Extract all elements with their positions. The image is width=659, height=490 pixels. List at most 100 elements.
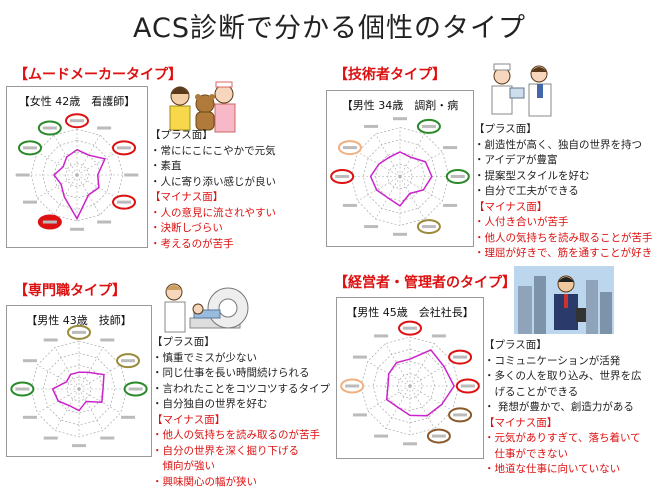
minus-item: ・人付き合いが苦手 bbox=[474, 215, 653, 231]
type-title-specialist: 【専門職タイプ】 bbox=[14, 280, 126, 300]
axis-label-placeholder bbox=[403, 442, 417, 445]
plus-item: ・ 発想が豊かで、創造力がある bbox=[484, 400, 642, 416]
plus-item: ・提案型スタイルを好む bbox=[474, 169, 653, 185]
radar-axis bbox=[410, 386, 435, 428]
axis-label-placeholder bbox=[44, 437, 58, 440]
axis-label-placeholder bbox=[393, 117, 407, 120]
minus-item: 傾向が強い bbox=[152, 459, 330, 475]
notes-panel-2: 【プラス面】 ・創造性が高く、独自の世界を持つ ・アイデアが豊富 ・提案型スタイ… bbox=[474, 122, 653, 262]
axis-label-placeholder bbox=[453, 413, 467, 416]
axis-label-placeholder bbox=[97, 221, 111, 224]
axis-label-placeholder bbox=[44, 338, 58, 341]
axis-label-placeholder bbox=[97, 126, 111, 129]
radar-chart-3: 【男性 43歳 技師】 bbox=[6, 305, 152, 457]
radar-axis bbox=[79, 389, 121, 413]
type-title-manager: 【経営者・管理者のタイプ】 bbox=[334, 272, 516, 292]
axis-label-placeholder bbox=[43, 221, 57, 224]
notes-panel-4: 【プラス面】 ・コミュニケーションが活発 ・多くの人を取り込み、世界を広 げるこ… bbox=[484, 338, 642, 478]
axis-label-placeholder bbox=[364, 125, 378, 128]
axis-label-placeholder bbox=[443, 146, 457, 149]
type-title-engineer: 【技術者タイプ】 bbox=[334, 64, 446, 84]
plus-item: ・同じ仕事を長い時間続けられる bbox=[152, 366, 330, 382]
radar-axis bbox=[55, 389, 79, 431]
minus-item: ・考えるのが苦手 bbox=[150, 237, 276, 253]
radar-svg bbox=[327, 91, 473, 246]
axis-label-placeholder bbox=[16, 174, 30, 177]
radar-axis bbox=[400, 177, 425, 219]
axis-label-placeholder bbox=[345, 385, 359, 388]
minus-item: ・他人の気持ちを読み取ることが苦手 bbox=[474, 231, 653, 247]
axis-label-placeholder bbox=[353, 356, 367, 359]
axis-label-placeholder bbox=[121, 416, 135, 419]
radar-axis bbox=[77, 152, 117, 175]
minus-header: 【マイナス面】 bbox=[152, 413, 330, 429]
minus-item: ・自分の世界を深く掘り下げる bbox=[152, 444, 330, 460]
minus-item: ・理屈が好きで、筋を通すことが好き bbox=[474, 246, 653, 262]
plus-header: 【プラス面】 bbox=[150, 128, 276, 144]
axis-label-placeholder bbox=[343, 204, 357, 207]
plus-header: 【プラス面】 bbox=[474, 122, 653, 138]
axis-label-placeholder bbox=[403, 327, 417, 330]
axis-label-placeholder bbox=[117, 146, 131, 149]
radar-svg bbox=[7, 87, 147, 247]
radar-profile-line bbox=[371, 152, 432, 206]
axis-label-placeholder bbox=[15, 388, 29, 391]
radar-axis bbox=[55, 347, 79, 389]
plus-item: ・多くの人を取り込み、世界を広 bbox=[484, 369, 642, 385]
radar-axis bbox=[79, 347, 103, 389]
notes-panel-1: 【プラス面】 ・常ににこにこやかで元気 ・素直 ・人に寄り添い感じが良い 【マイ… bbox=[150, 128, 276, 252]
axis-label-placeholder bbox=[121, 359, 135, 362]
axis-label-placeholder bbox=[72, 331, 86, 334]
axis-label-placeholder bbox=[432, 435, 446, 438]
axis-label-placeholder bbox=[23, 201, 37, 204]
axis-label-placeholder bbox=[124, 174, 138, 177]
mri-illustration bbox=[160, 280, 256, 336]
minus-header: 【マイナス面】 bbox=[150, 190, 276, 206]
axis-label-placeholder bbox=[100, 338, 114, 341]
radar-axis bbox=[368, 386, 410, 411]
plus-header: 【プラス面】 bbox=[152, 335, 330, 351]
pharmacist-illustration bbox=[484, 60, 564, 120]
plus-item: げることができる bbox=[484, 385, 642, 401]
radar-axis bbox=[400, 134, 425, 176]
axis-label-placeholder bbox=[453, 356, 467, 359]
radar-chart-2: 【男性 34歳 調剤・病 bbox=[326, 90, 474, 247]
minus-header: 【マイナス面】 bbox=[474, 200, 653, 216]
axis-label-placeholder bbox=[374, 334, 388, 337]
axis-label-placeholder bbox=[353, 413, 367, 416]
axis-label-placeholder bbox=[374, 435, 388, 438]
axis-label-placeholder bbox=[443, 204, 457, 207]
plus-item: ・コミュニケーションが活発 bbox=[484, 354, 642, 370]
axis-label-placeholder bbox=[335, 175, 349, 178]
plus-item: ・言われたことをコツコツするタイプ bbox=[152, 382, 330, 398]
minus-item: ・地道な仕事に向いていない bbox=[484, 462, 642, 478]
axis-label-placeholder bbox=[364, 225, 378, 228]
axis-label-placeholder bbox=[70, 119, 84, 122]
radar-svg bbox=[7, 306, 151, 456]
minus-item: ・人の意見に流されやすい bbox=[150, 206, 276, 222]
axis-label-placeholder bbox=[23, 146, 37, 149]
radar-svg bbox=[337, 298, 483, 458]
plus-header: 【プラス面】 bbox=[484, 338, 642, 354]
plus-item: ・自分独自の世界を好む bbox=[152, 397, 330, 413]
axis-label-placeholder bbox=[461, 385, 475, 388]
plus-item: ・常ににこにこやかで元気 bbox=[150, 144, 276, 160]
radar-axis bbox=[358, 177, 400, 202]
type-title-mood-maker: 【ムードメーカータイプ】 bbox=[14, 64, 182, 84]
minus-item: ・他人の気持ちを読み取るのが苦手 bbox=[152, 428, 330, 444]
minus-item: ・決断しづらい bbox=[150, 221, 276, 237]
plus-item: ・自分で工夫ができる bbox=[474, 184, 653, 200]
businessman-illustration bbox=[514, 266, 614, 334]
minus-item: ・元気がありすぎて、落ち着いて bbox=[484, 431, 642, 447]
axis-label-placeholder bbox=[23, 416, 37, 419]
axis-label-placeholder bbox=[43, 126, 57, 129]
axis-label-placeholder bbox=[343, 146, 357, 149]
axis-label-placeholder bbox=[72, 444, 86, 447]
minus-item: 仕事ができない bbox=[484, 447, 642, 463]
radar-chart-1: 【女性 42歳 看護師】 bbox=[6, 86, 148, 248]
axis-label-placeholder bbox=[422, 125, 436, 128]
minus-header: 【マイナス面】 bbox=[484, 416, 642, 432]
minus-item: ・興味関心の幅が狭い bbox=[152, 475, 330, 490]
axis-label-placeholder bbox=[70, 228, 84, 231]
radar-profile-line bbox=[387, 350, 454, 416]
